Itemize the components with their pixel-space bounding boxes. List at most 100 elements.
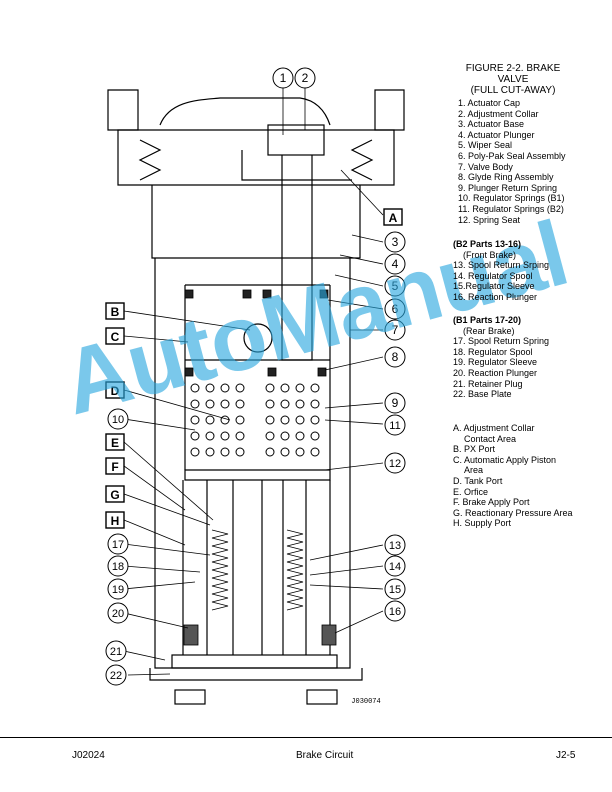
svg-text:11: 11 bbox=[389, 420, 400, 432]
svg-text:1: 1 bbox=[280, 71, 287, 85]
legend-item: 8. Glyde Ring Assembly bbox=[458, 172, 554, 183]
svg-text:22: 22 bbox=[110, 670, 122, 682]
legend-item: 12. Spring Seat bbox=[458, 214, 521, 225]
legend-item: 4. Actuator Plunger bbox=[458, 129, 535, 140]
legend-item: 9. Plunger Return Spring bbox=[458, 182, 558, 193]
callout-E: E bbox=[105, 433, 125, 451]
svg-text:12: 12 bbox=[389, 458, 401, 470]
legend-item: 2. Adjustment Collar bbox=[458, 108, 539, 119]
svg-text:7: 7 bbox=[392, 323, 399, 337]
svg-text:C: C bbox=[111, 330, 120, 344]
callout-19: 19 bbox=[107, 578, 129, 600]
legend-item: 18. Regulator Spool bbox=[453, 346, 533, 357]
footer-doc-id: J02024 bbox=[72, 750, 105, 761]
svg-text:E: E bbox=[111, 436, 119, 450]
legend-item: 3. Actuator Base bbox=[458, 119, 525, 130]
callout-A: A bbox=[383, 208, 403, 226]
callout-1: 1 bbox=[272, 67, 294, 89]
svg-text:10: 10 bbox=[112, 414, 124, 426]
callout-8: 8 bbox=[384, 346, 406, 368]
spool-springs bbox=[183, 289, 337, 646]
svg-text:4: 4 bbox=[392, 257, 399, 271]
svg-text:6: 6 bbox=[392, 302, 399, 316]
b2-parts-legend: (B2 Parts 13-16) (Front Brake) 13. Spool… bbox=[453, 239, 549, 303]
svg-text:2: 2 bbox=[302, 71, 309, 85]
footer-rule bbox=[0, 737, 612, 738]
legend-item: C. Automatic Apply Piston bbox=[453, 454, 557, 465]
callout-17: 17 bbox=[107, 533, 129, 555]
callout-10: 10 bbox=[107, 408, 129, 430]
legend-item: 10. Regulator Springs (B1) bbox=[458, 193, 565, 204]
svg-text:17: 17 bbox=[112, 539, 124, 551]
legend-item: 17. Spool Return Spring bbox=[453, 336, 550, 347]
legend-item: 16. Reaction Plunger bbox=[453, 291, 538, 302]
callout-D: D bbox=[105, 381, 125, 399]
legend-item: B. PX Port bbox=[453, 444, 496, 455]
callout-22: 22 bbox=[105, 664, 127, 686]
legend-item: A. Adjustment Collar bbox=[453, 423, 535, 433]
b2-subheading: (Front Brake) bbox=[463, 249, 517, 260]
svg-text:3: 3 bbox=[392, 235, 399, 249]
callout-G: G bbox=[105, 485, 125, 503]
legend-item: E. Orfice bbox=[453, 486, 489, 497]
svg-text:13: 13 bbox=[389, 540, 401, 552]
callout-F: F bbox=[105, 457, 125, 475]
callout-7: 7 bbox=[384, 319, 406, 341]
letter-callouts: A B C D E F G H bbox=[105, 208, 403, 529]
svg-text:20: 20 bbox=[112, 608, 124, 620]
callout-12: 12 bbox=[384, 452, 406, 474]
callout-H: H bbox=[105, 511, 125, 529]
b1-parts-legend: (B1 Parts 17-20) (Rear Brake) 17. Spool … bbox=[453, 315, 549, 400]
svg-text:19: 19 bbox=[112, 584, 124, 596]
callout-11: 11 bbox=[384, 414, 406, 436]
svg-text:D: D bbox=[111, 384, 120, 398]
svg-text:15: 15 bbox=[389, 584, 401, 596]
footer-section: Brake Circuit bbox=[296, 750, 354, 761]
legend-item: 6. Poly-Pak Seal Assembly bbox=[458, 150, 566, 161]
callout-15: 15 bbox=[384, 578, 406, 600]
callout-14: 14 bbox=[384, 555, 406, 577]
b1-subheading: (Rear Brake) bbox=[463, 325, 515, 336]
legend-item: 22. Base Plate bbox=[453, 389, 512, 400]
letters-legend: A. Adjustment Collar Contact Area B. PX … bbox=[453, 423, 573, 529]
svg-text:9: 9 bbox=[392, 396, 399, 410]
legend-item: H. Supply Port bbox=[453, 518, 512, 529]
b2-heading: (B2 Parts 13-16) bbox=[453, 239, 522, 249]
callout-2: 2 bbox=[294, 67, 316, 89]
callout-C: C bbox=[105, 327, 125, 345]
callout-21: 21 bbox=[105, 640, 127, 662]
leader-lines bbox=[123, 88, 384, 676]
legend-item: D. Tank Port bbox=[453, 475, 503, 486]
callout-20: 20 bbox=[107, 602, 129, 624]
figure-title: FIGURE 2-2. BRAKE VALVE (FULL CUT-AWAY) bbox=[465, 63, 561, 97]
legend-item: 11. Regulator Springs (B2) bbox=[458, 203, 564, 214]
callout-13: 13 bbox=[384, 534, 406, 556]
legend-item: 19. Regulator Sleeve bbox=[453, 357, 538, 368]
spring-coils bbox=[190, 383, 320, 457]
callout-5: 5 bbox=[384, 275, 406, 297]
svg-text:H: H bbox=[111, 514, 120, 528]
callout-4: 4 bbox=[384, 253, 406, 275]
legend-item: F. Brake Apply Port bbox=[453, 497, 530, 508]
callout-6: 6 bbox=[384, 298, 406, 320]
svg-text:14: 14 bbox=[389, 561, 401, 573]
legend-item: G. Reactionary Pressure Area bbox=[453, 507, 573, 518]
svg-text:16: 16 bbox=[389, 606, 401, 618]
footer-page-number: J2-5 bbox=[556, 750, 576, 761]
legend-item-cont: Contact Area bbox=[464, 433, 517, 444]
drawing-code: J030074 bbox=[351, 698, 380, 706]
callout-9: 9 bbox=[384, 392, 406, 414]
svg-text:B: B bbox=[111, 305, 120, 319]
legend-item-cont: Area bbox=[464, 465, 484, 476]
legend-item: 15.Regulator Sleeve bbox=[453, 281, 535, 292]
legend-item: 7. Valve Body bbox=[458, 161, 513, 172]
legend-item: 13. Spool Return Srping bbox=[453, 260, 550, 271]
legend-item: 5. Wiper Seal bbox=[458, 140, 513, 151]
legend-item: 20. Reaction Plunger bbox=[453, 367, 538, 378]
svg-text:G: G bbox=[110, 488, 119, 502]
parts-legend: 1. Actuator Cap 2. Adjustment Collar 3. … bbox=[458, 98, 566, 225]
callout-3: 3 bbox=[384, 231, 406, 253]
numbered-callouts: 1 2 3 4 5 6 7 8 9 11 12 13 14 15 16 10 1… bbox=[105, 67, 406, 686]
valve-body-outline bbox=[107, 89, 405, 705]
